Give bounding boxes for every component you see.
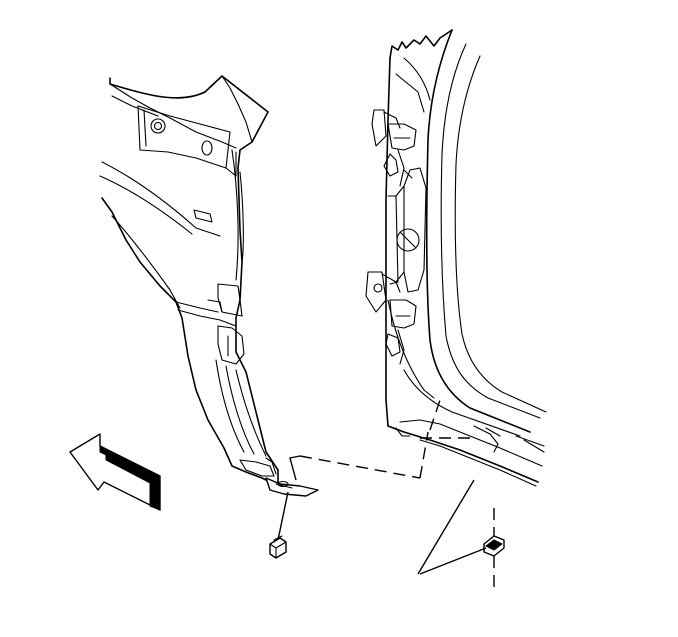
direction-arrow-icon	[69, 433, 161, 511]
body-pillar-assembly	[365, 29, 547, 487]
retainer-clip-icon	[483, 535, 505, 557]
fender-liner-panel	[99, 75, 319, 497]
fastener-bolt-icon	[269, 491, 289, 559]
alignment-lines	[289, 399, 495, 590]
